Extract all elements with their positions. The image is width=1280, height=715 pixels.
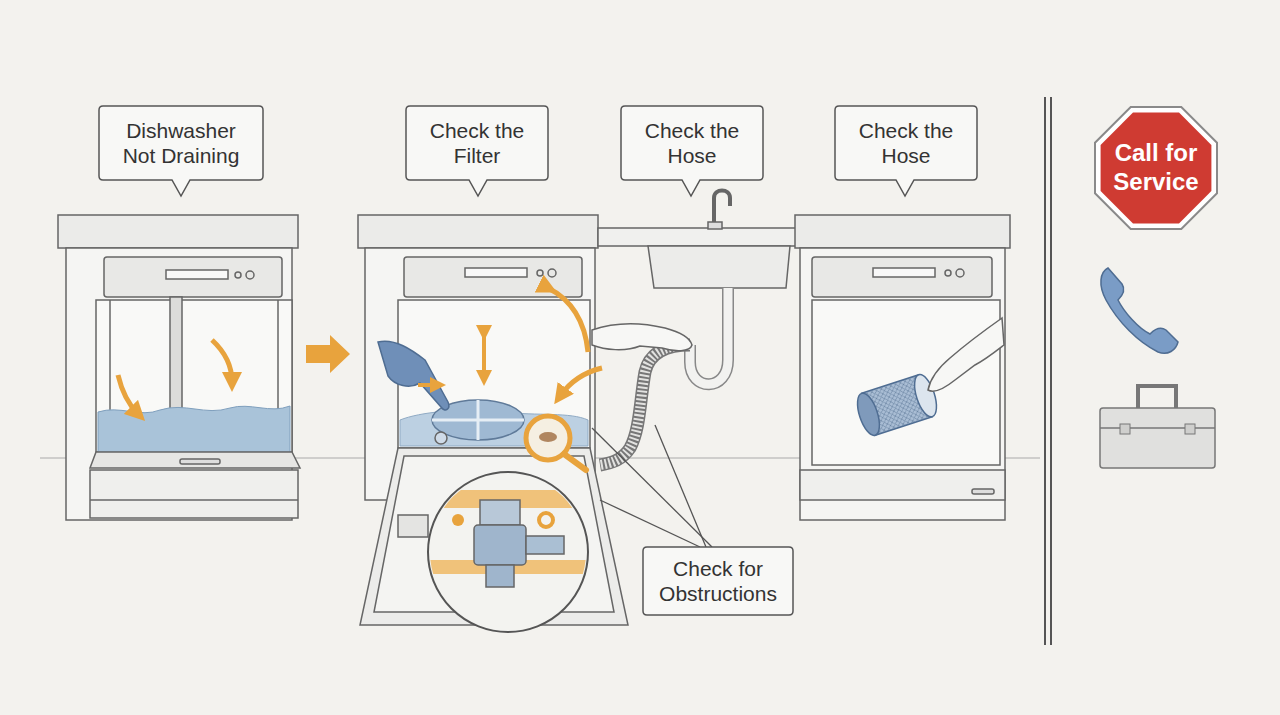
filter-end — [853, 391, 884, 438]
text-holder: Check the Filter — [406, 106, 548, 180]
step-label: Check the Filter — [418, 118, 536, 168]
flow-arrow — [118, 375, 138, 414]
door-handle — [180, 459, 220, 464]
detergent-cup — [398, 515, 428, 537]
filter-cylinder — [853, 372, 941, 438]
text-holder: Check the Hose — [621, 106, 763, 180]
door-front — [90, 470, 298, 518]
toolbox-latch — [1185, 424, 1195, 434]
step-label: Dishwasher Not Draining — [117, 118, 245, 168]
toolbox-body — [1100, 408, 1215, 468]
dishwasher-filter — [358, 215, 628, 632]
flow-arrow — [560, 368, 602, 396]
leader-line — [655, 425, 706, 547]
display — [465, 268, 527, 277]
step-label: Check the Hose — [633, 118, 751, 168]
callout-bubble: Check the Hose — [835, 106, 977, 198]
text-holder: Check for Obstructions — [643, 547, 793, 615]
pump-base — [486, 565, 514, 587]
dishwasher-clean — [795, 215, 1010, 520]
stop-sign-rim — [1095, 107, 1217, 229]
bubble-outline — [621, 106, 763, 196]
bubble-outline — [99, 106, 263, 196]
button — [956, 269, 964, 277]
kick-plate — [90, 499, 298, 501]
countertop — [358, 215, 598, 248]
sump-top — [480, 500, 520, 525]
phone-icon — [1101, 268, 1178, 353]
step-label: Check for Obstructions — [651, 556, 785, 606]
divider — [1044, 97, 1046, 645]
step-label: Check the Hose — [847, 118, 965, 168]
button — [246, 271, 254, 279]
sink-drain — [592, 191, 798, 466]
toolbox-latch — [1120, 424, 1130, 434]
callout-bubble: Check the Filter — [406, 106, 548, 198]
seal-ring — [452, 514, 464, 526]
bubble-outline — [643, 547, 793, 615]
toolbox-lid — [1100, 427, 1215, 429]
toolbox-handle — [1138, 386, 1176, 410]
text-holder: Dishwasher Not Draining — [99, 106, 263, 180]
bubble-outline — [406, 106, 548, 196]
callout-bubble: Check the Hose — [621, 106, 763, 198]
drain-trap-outline — [690, 288, 728, 384]
inset-content — [420, 490, 600, 587]
leader-line — [592, 428, 712, 547]
flow-arrow — [548, 288, 588, 352]
seal-ring — [539, 513, 553, 527]
pump-outlet — [526, 536, 564, 554]
dishwasher-full — [58, 215, 300, 520]
step-arrow — [306, 335, 350, 373]
countertop — [795, 215, 1010, 248]
countertop — [58, 215, 298, 248]
control-panel — [812, 257, 992, 297]
display — [873, 268, 935, 277]
button — [945, 270, 951, 276]
bubble-outline — [835, 106, 977, 196]
stop-sign: Call for Service — [1090, 102, 1222, 234]
spray-arm-pole — [170, 297, 182, 415]
sink-counter — [598, 228, 798, 246]
flow-arrow — [212, 340, 232, 382]
tub-interior — [96, 300, 292, 452]
text-holder: Check the Hose — [835, 106, 977, 180]
divider — [1050, 97, 1052, 645]
sink-basin — [648, 246, 790, 288]
button — [548, 269, 556, 277]
standing-water — [98, 406, 290, 452]
dishwasher-body — [800, 248, 1005, 520]
text-holder: Call for Service — [1090, 102, 1222, 234]
faucet-base — [708, 222, 722, 229]
leader-line — [600, 500, 700, 547]
button — [235, 272, 241, 278]
toolbox-icon — [1100, 386, 1215, 468]
filter-part — [435, 432, 447, 444]
open-door — [90, 452, 300, 468]
control-panel — [104, 257, 282, 297]
door-front — [800, 470, 1005, 500]
debris — [539, 432, 557, 442]
lift-arrow — [482, 333, 486, 378]
door-handle — [972, 489, 994, 494]
pointer-arrow — [418, 383, 438, 387]
hand — [928, 318, 1004, 391]
stop-sign-face — [1101, 113, 1212, 224]
callout-bubble: Dishwasher Not Draining — [99, 106, 263, 198]
button — [537, 270, 543, 276]
tub-interior — [812, 300, 1000, 465]
drain-hose-outline — [600, 345, 690, 465]
display — [166, 270, 228, 279]
drain-hose — [600, 345, 690, 465]
callout-bubble: Check for Obstructions — [643, 547, 793, 615]
hand — [592, 324, 692, 351]
gloved-hand — [378, 341, 449, 410]
sign-text: Call for Service — [1106, 139, 1206, 197]
drain-pump — [474, 525, 526, 565]
drain-trap — [690, 288, 728, 384]
magnifier-handle — [564, 454, 586, 470]
